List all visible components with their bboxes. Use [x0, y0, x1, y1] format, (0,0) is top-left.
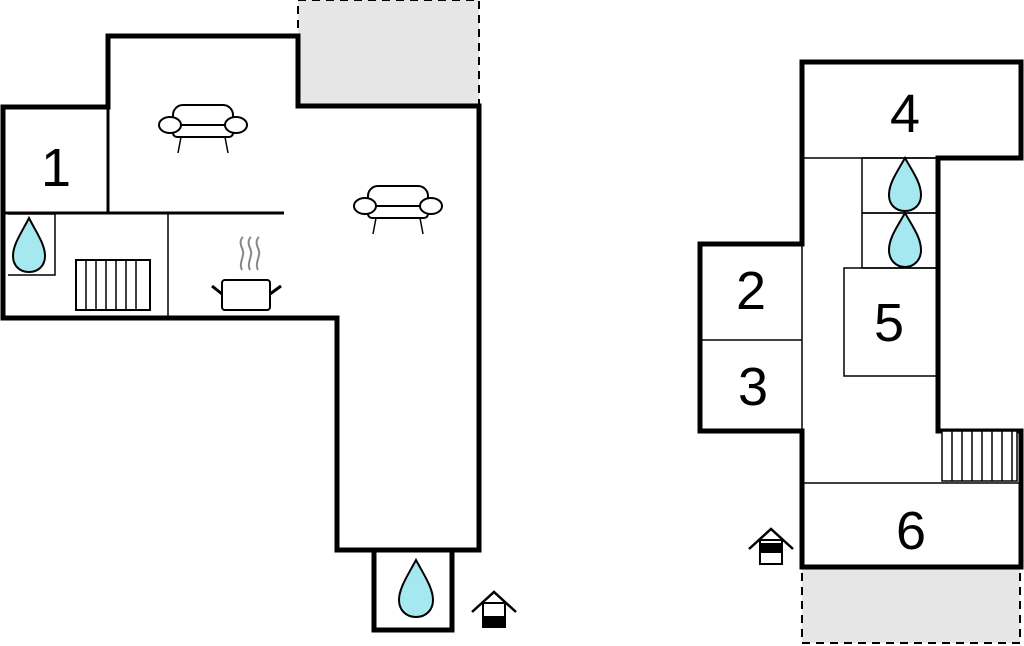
sofa-icon	[353, 185, 443, 235]
right-unit-outline	[697, 59, 1024, 570]
water-drop-icon	[887, 210, 923, 269]
room5-box	[843, 267, 939, 377]
room-label-5: 5	[874, 293, 904, 353]
radiator-icon	[941, 430, 1018, 482]
room-label-6: 6	[896, 501, 926, 561]
right-unit: 4 2 3 5 6	[697, 59, 1024, 644]
water-drop-icon	[11, 215, 47, 274]
entrance-house-icon	[471, 590, 517, 628]
room-label-1: 1	[41, 138, 71, 198]
water-drop-icon	[397, 557, 435, 619]
terrace-area-bottom	[801, 566, 1021, 644]
entrance-house-icon	[748, 527, 794, 565]
room-label-4: 4	[890, 84, 920, 144]
left-unit: 1	[0, 0, 517, 633]
room-label-2: 2	[736, 261, 766, 321]
wall-shower-box	[8, 213, 56, 276]
terrace-area-top	[297, 0, 480, 107]
radiator-icon	[75, 259, 151, 311]
room-label-3: 3	[738, 357, 768, 417]
sofa-icon	[158, 104, 248, 154]
kitchen-pot-icon	[211, 236, 282, 311]
